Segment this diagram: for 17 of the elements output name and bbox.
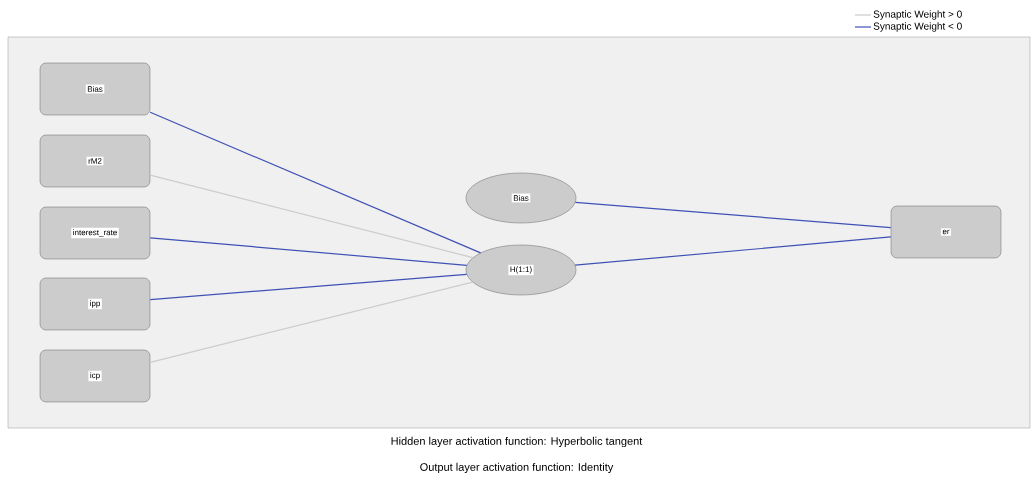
connection-line: [574, 201, 892, 229]
legend-text: Synaptic Weight < 0: [873, 22, 962, 32]
neuron-box: icp: [39, 349, 151, 403]
caption-text: Hidden layer activation function: Hyperbolic tangent: [391, 436, 643, 448]
neuron-box: interest_rate: [39, 206, 151, 260]
connection-line: [149, 174, 474, 259]
connection-line: [149, 111, 482, 254]
neuron-box: rM2: [39, 134, 151, 188]
connection-line: [149, 237, 468, 266]
connection-line: [149, 273, 468, 301]
connection-line: [574, 236, 892, 266]
neuron-box: er: [890, 205, 1002, 259]
connection-line: [149, 281, 474, 363]
neuron-box: Bias: [39, 62, 151, 116]
caption-text: Output layer activation function: Identity: [420, 462, 614, 474]
neuron-box: ipp: [39, 277, 151, 331]
legend-text: Synaptic Weight > 0: [873, 10, 962, 20]
